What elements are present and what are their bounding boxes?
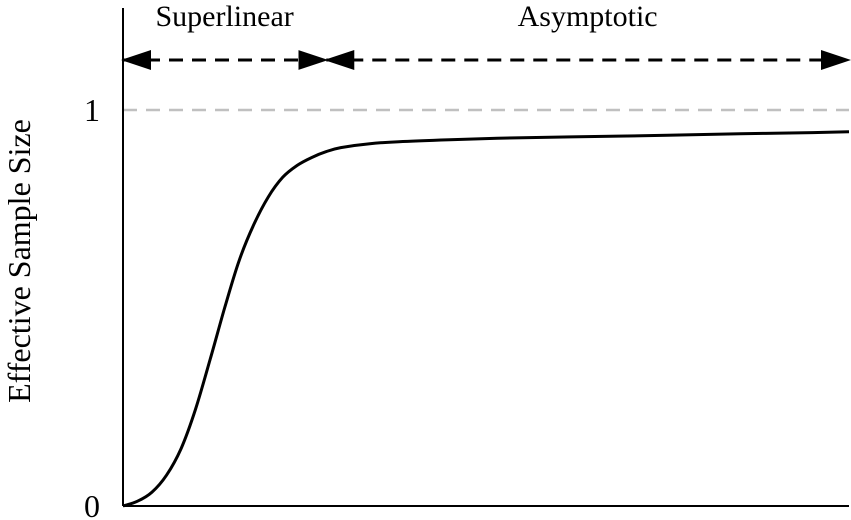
y-tick-label-0: 0 (84, 488, 100, 520)
region-label-superlinear: Superlinear (155, 0, 293, 33)
y-axis-label: Effective Sample Size (1, 119, 37, 403)
region-label-asymptotic: Asymptotic (518, 0, 658, 33)
y-tick-label-1: 1 (84, 92, 100, 128)
series-line (122, 130, 850, 508)
